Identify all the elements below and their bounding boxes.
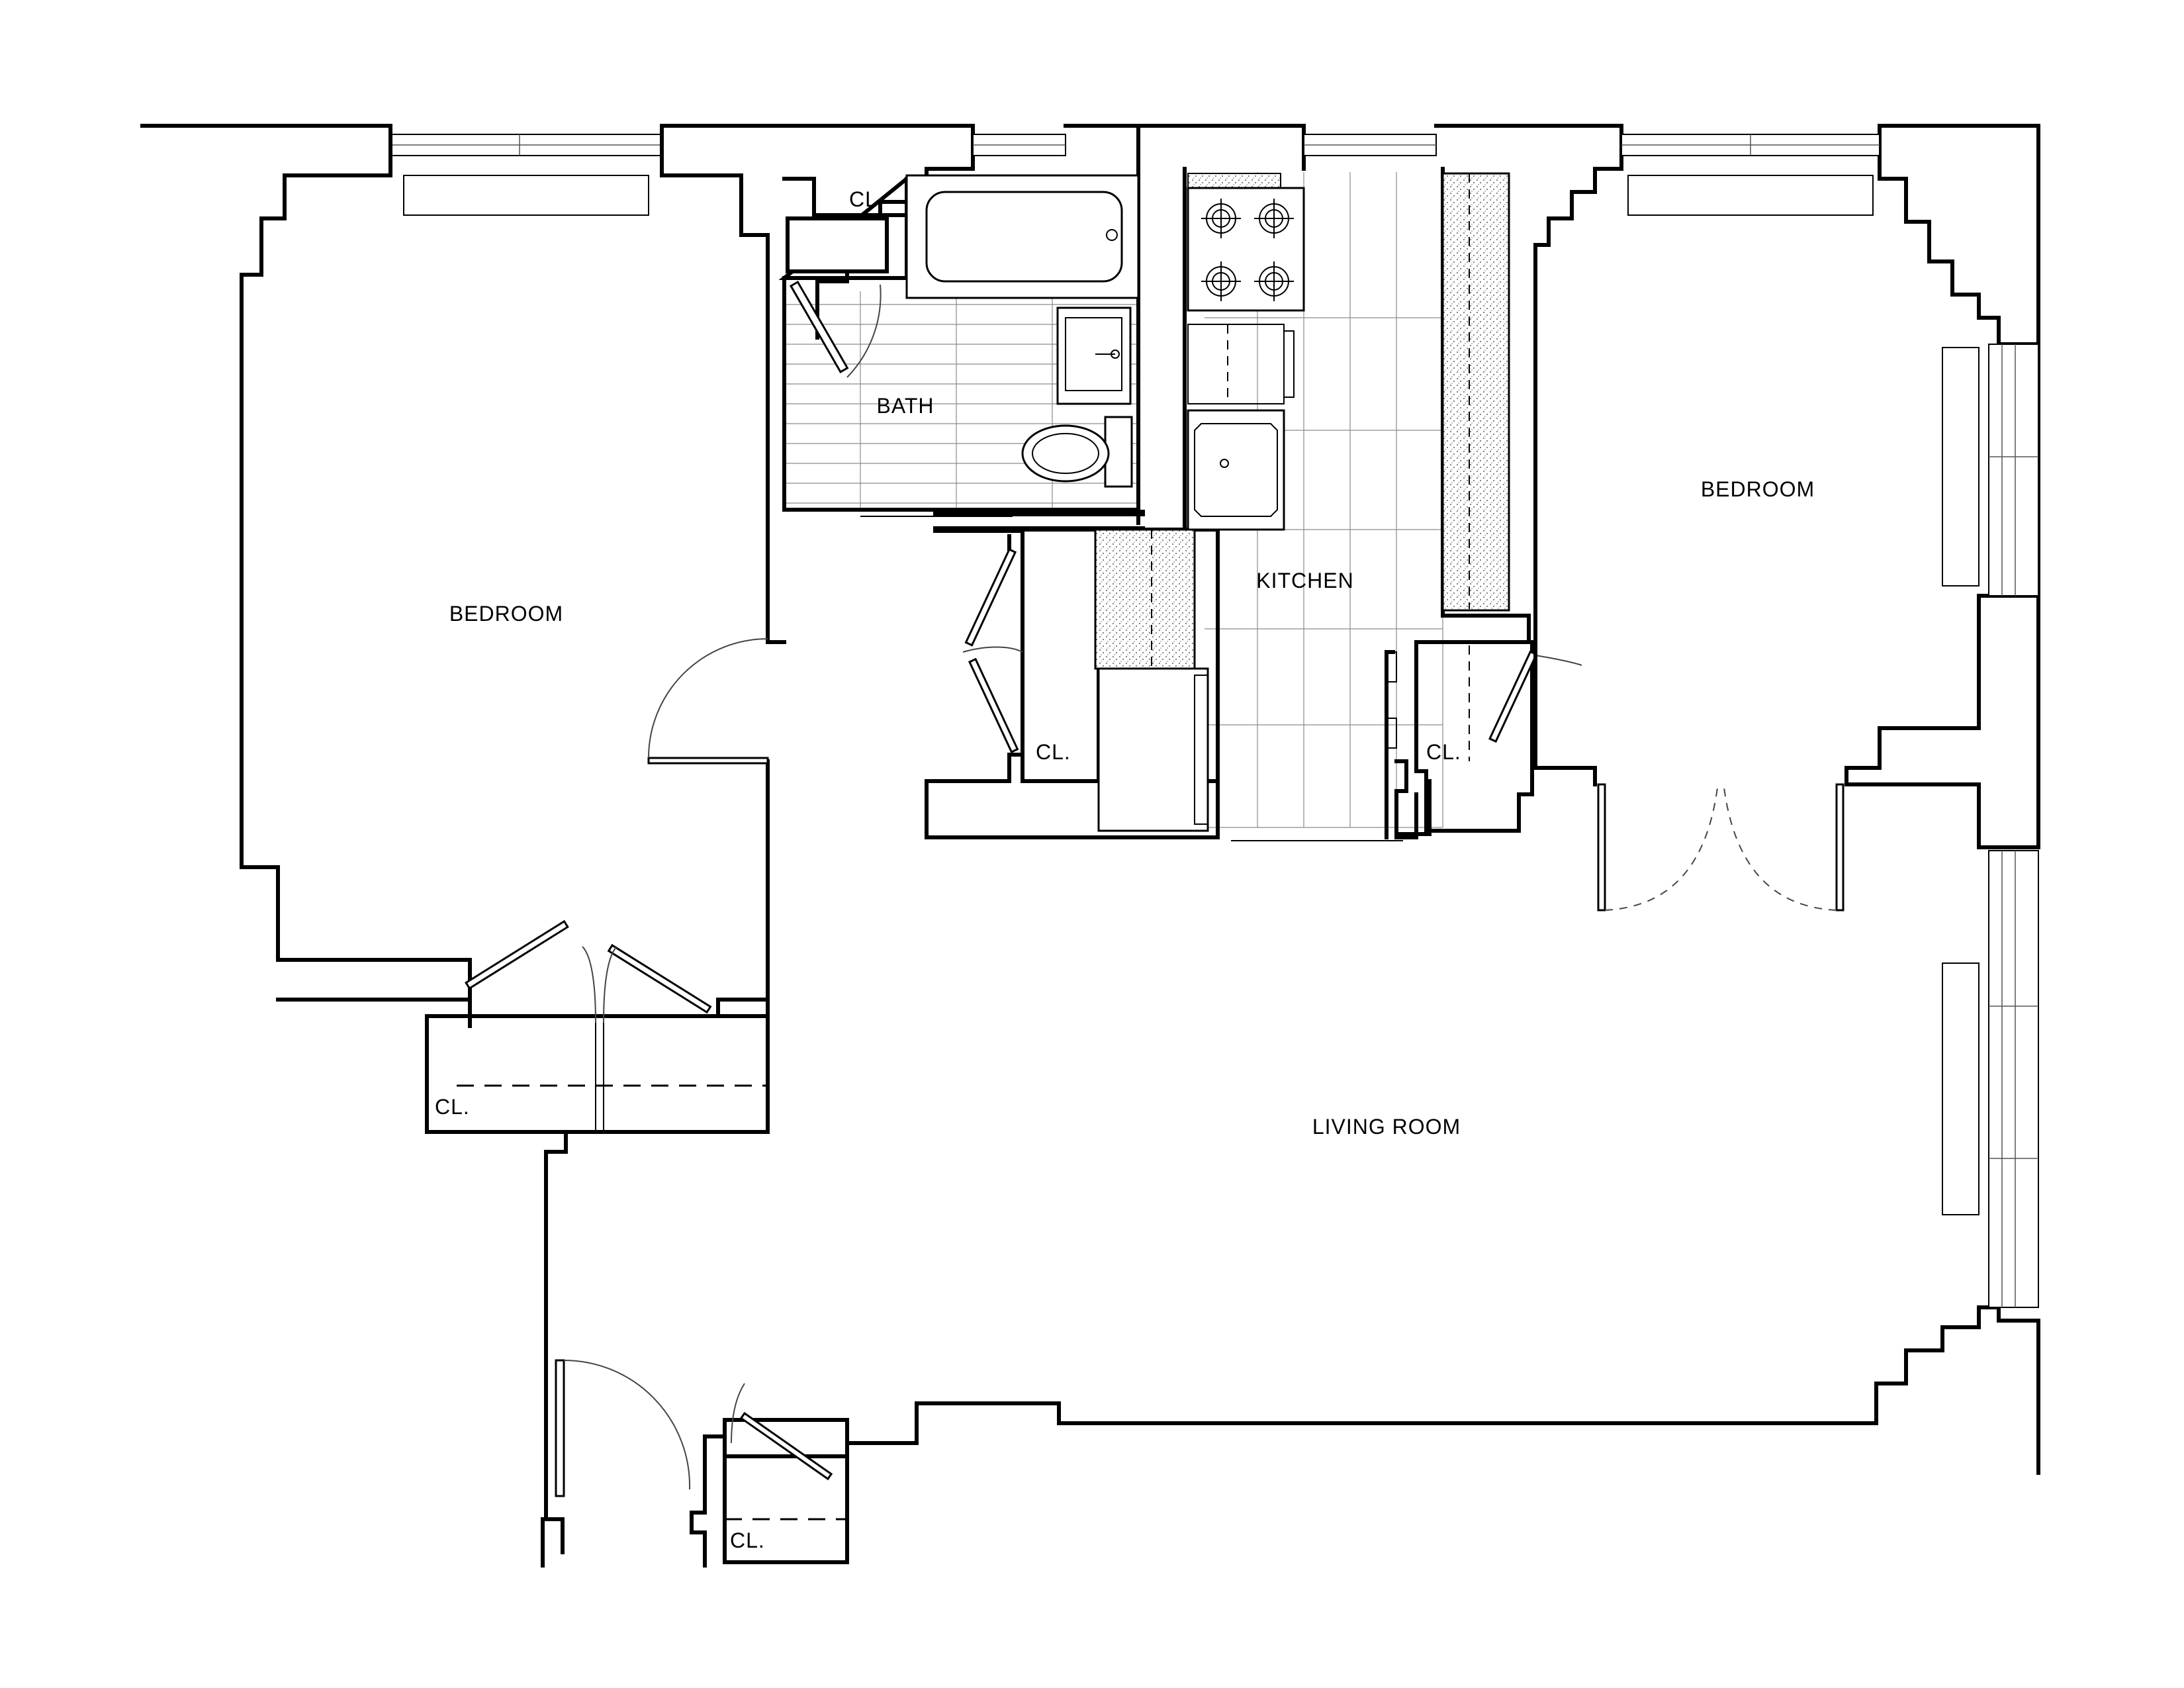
entry-door <box>555 1359 691 1497</box>
room-label-kitchen: KITCHEN <box>1256 569 1353 592</box>
room-label-bedroom-right: BEDROOM <box>1701 477 1815 501</box>
kitchen-counter-left <box>1094 528 1209 832</box>
window-top-right <box>1621 134 1880 216</box>
closet-label-kitchen: CL. <box>1426 740 1461 764</box>
closet-label-entry: CL. <box>730 1528 765 1552</box>
bedroom-right-walls <box>1533 342 2040 849</box>
room-label-bedroom-left: BEDROOM <box>449 602 563 626</box>
window-right-upper <box>1942 344 2039 596</box>
closet-label-bedroom-left: CL. <box>435 1095 470 1119</box>
room-label-living-room: LIVING ROOM <box>1312 1115 1461 1139</box>
bedroom-left-closet <box>425 919 770 1134</box>
window-top-left <box>390 134 662 216</box>
range-burners <box>1201 199 1294 301</box>
window-top-bath <box>972 134 1066 156</box>
bedroom-left-walls <box>276 124 786 1134</box>
closet-label-hall: CL. <box>1036 740 1071 764</box>
bedroom-left-door <box>647 638 769 765</box>
room-label-bath: BATH <box>877 394 934 418</box>
entry-walls <box>541 1130 2040 1568</box>
closet-label-bath: CL. <box>849 187 884 211</box>
kitchen-counter-mid <box>1187 324 1295 404</box>
bath-floor-tile <box>784 291 1138 510</box>
window-top-kitchen <box>1303 134 1437 156</box>
toilet <box>1021 416 1133 488</box>
window-right-lower <box>1942 850 2039 1308</box>
entry-closet <box>723 1383 849 1564</box>
bath-sink <box>1056 306 1132 405</box>
bath-door <box>789 280 882 378</box>
kitchen-closet <box>1385 640 1582 839</box>
bathtub <box>905 174 1140 299</box>
kitchen-refrigerator-column <box>1441 172 1510 612</box>
kitchen-sink <box>1187 409 1285 531</box>
bedroom-right-double-door <box>1597 783 1844 912</box>
